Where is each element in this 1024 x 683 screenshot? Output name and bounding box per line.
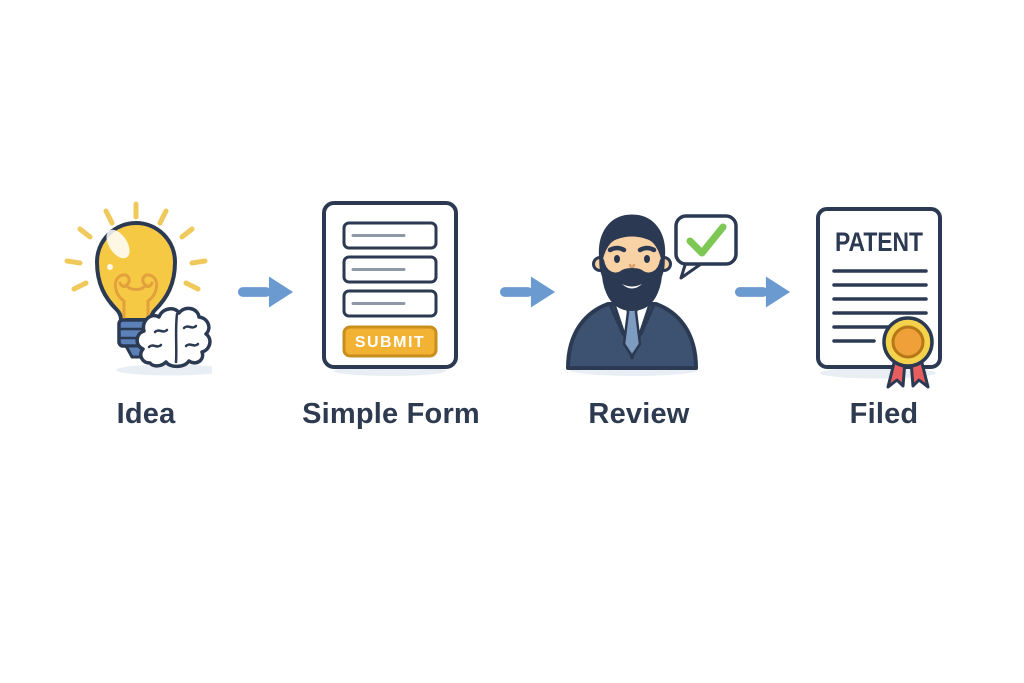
approval-speech-bubble xyxy=(674,214,738,280)
reviewer-person-icon xyxy=(566,214,738,376)
submit-button-label: SUBMIT xyxy=(355,334,425,351)
bulb-filament xyxy=(113,273,159,320)
step-label-filed: Filed xyxy=(849,398,919,430)
ground-shadow xyxy=(116,364,212,376)
checkmark-icon xyxy=(686,223,727,257)
idea-step-icon xyxy=(60,200,212,378)
patent-title: PATENT xyxy=(835,227,923,257)
arrow-icon xyxy=(733,271,793,313)
eyebrows xyxy=(607,245,657,253)
filed-step-icon: PATENT xyxy=(812,205,952,392)
submit-button: SUBMIT xyxy=(342,325,438,358)
eye xyxy=(644,255,650,263)
step-label-idea: Idea xyxy=(116,398,176,430)
arrow-icon xyxy=(498,271,558,313)
nose xyxy=(628,263,636,269)
patent-certificate-icon: PATENT xyxy=(816,207,942,389)
simple-form-step-icon: SUBMIT xyxy=(320,200,460,376)
beard xyxy=(601,259,663,311)
step-label-simple-form: Simple Form xyxy=(302,398,480,430)
bubble-tail xyxy=(679,261,702,280)
brain-icon xyxy=(135,306,212,369)
bulb-highlight xyxy=(106,229,130,259)
bubble-body xyxy=(674,214,738,266)
ground-shadow xyxy=(820,367,936,379)
award-seal-icon xyxy=(882,316,934,389)
review-step-icon xyxy=(560,208,740,378)
eye xyxy=(614,255,620,263)
step-label-review: Review xyxy=(588,398,690,430)
seal-inner-circle xyxy=(891,325,925,359)
light-rays xyxy=(64,201,208,292)
form-document-icon: SUBMIT xyxy=(322,201,458,376)
arrow-icon xyxy=(236,271,296,313)
hair xyxy=(598,214,666,264)
smile xyxy=(622,284,642,289)
lightbulb-brain-icon xyxy=(64,201,212,376)
bulb-highlight-dot xyxy=(107,264,113,270)
suit-lapels xyxy=(608,303,656,336)
form-fields xyxy=(342,221,438,318)
